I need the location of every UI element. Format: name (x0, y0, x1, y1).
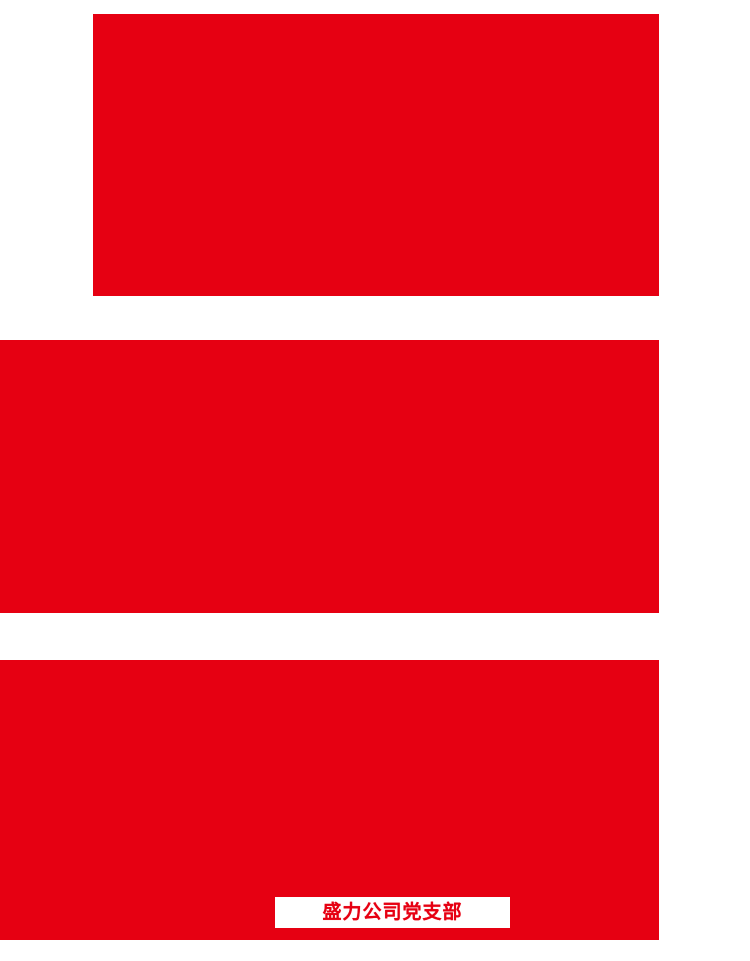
caption-box: 盛力公司党支部 (275, 897, 510, 928)
caption-text: 盛力公司党支部 (322, 902, 463, 923)
red-image-block-middle (0, 340, 659, 613)
red-image-block-bottom (0, 660, 659, 940)
red-image-block-top (93, 14, 659, 296)
